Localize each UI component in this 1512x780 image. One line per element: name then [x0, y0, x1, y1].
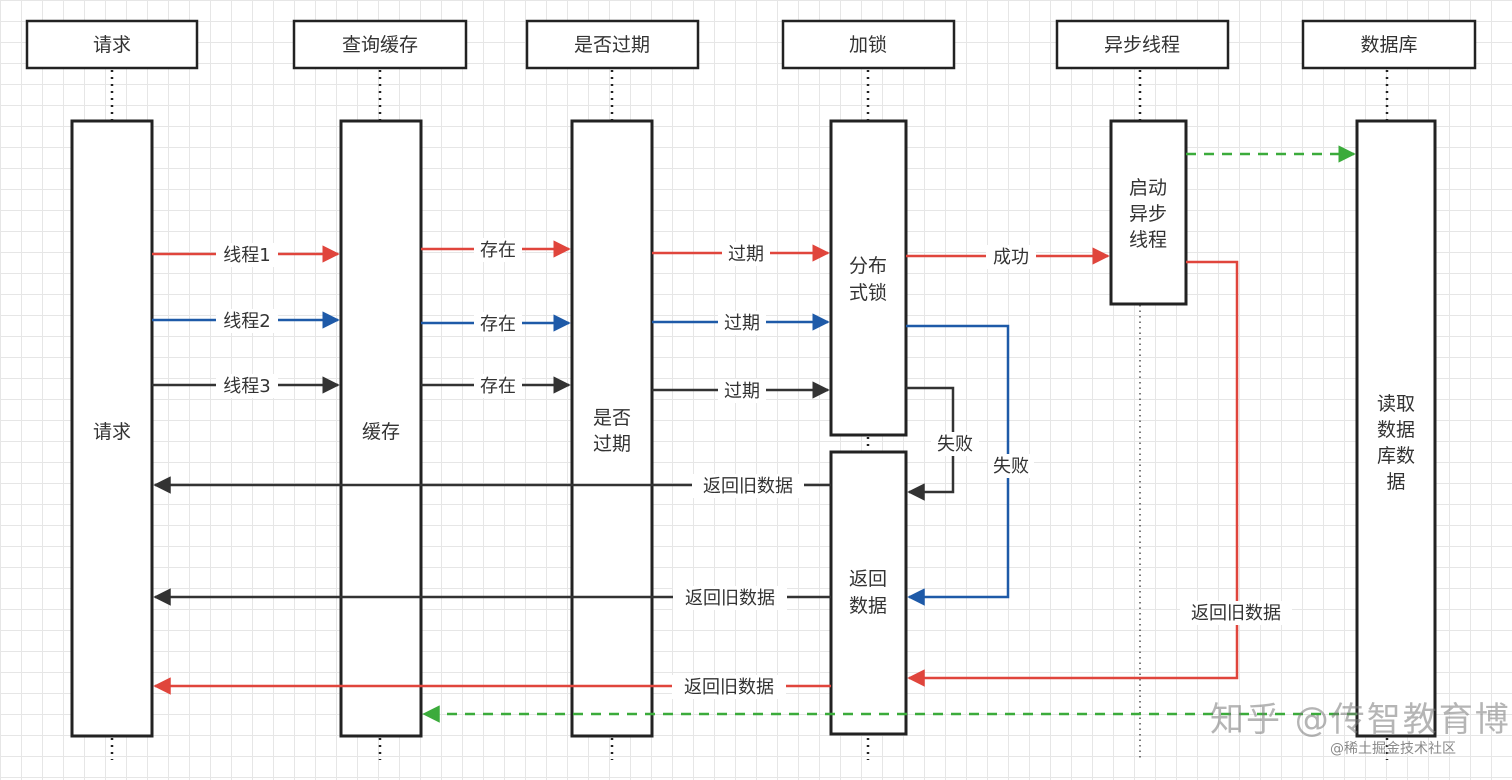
- lifeline-dotted-connectors: [110, 70, 1389, 760]
- label-t1-return: 返回旧数据: [684, 677, 774, 698]
- label-t1-req: 线程1: [223, 245, 270, 266]
- label-t3-exist: 存在: [480, 376, 516, 397]
- header-label: 异步线程: [1104, 34, 1180, 56]
- message-labels: 线程1 线程2 线程3 存在 存在 存在 过期 过期 过期 成功 失败 失败 返…: [216, 238, 1292, 699]
- activation-db-label-line2: 数据: [1377, 419, 1415, 441]
- label-t2-expired: 过期: [724, 313, 760, 334]
- label-t1-expired: 过期: [728, 244, 764, 265]
- label-t3-req: 线程3: [223, 376, 270, 397]
- activation-db-label-line3: 库数: [1377, 445, 1415, 467]
- activation-async: [1109, 119, 1188, 306]
- header-label: 加锁: [849, 34, 887, 56]
- activation-db-label-line4: 据: [1386, 471, 1405, 493]
- activation-async-label-line3: 线程: [1129, 229, 1167, 251]
- header-label: 查询缓存: [342, 34, 418, 56]
- activation-request: [70, 119, 154, 738]
- lifeline-header-async: 异步线程: [1055, 19, 1230, 70]
- lifeline-header-lock: 加锁: [781, 19, 956, 70]
- watermark: 知乎 @传智教育博学谷: [1210, 700, 1512, 740]
- header-label: 数据库: [1360, 34, 1417, 56]
- activation-db: [1355, 119, 1437, 738]
- activation-db-label-line1: 读取: [1377, 393, 1415, 415]
- activation-async-label-line2: 异步: [1129, 203, 1167, 225]
- label-t2-req: 线程2: [223, 311, 270, 332]
- activation-async-label-line1: 启动: [1129, 177, 1167, 199]
- activation-return-data: [829, 450, 908, 736]
- activation-cache-label: 缓存: [362, 421, 400, 443]
- label-t2-exist: 存在: [480, 314, 516, 335]
- label-t3-return: 返回旧数据: [703, 476, 793, 497]
- label-t3-expired: 过期: [724, 381, 760, 402]
- activation-expire-label-line1: 是否: [593, 407, 631, 429]
- lifeline-header-cache: 查询缓存: [292, 19, 468, 70]
- lifeline-header-request: 请求: [25, 19, 199, 70]
- header-label: 请求: [93, 34, 131, 56]
- activation-lock-label-line2: 式锁: [849, 282, 887, 304]
- label-t2-fail: 失败: [993, 456, 1029, 477]
- activation-return-label-line1: 返回: [849, 568, 887, 590]
- label-t1-success: 成功: [993, 247, 1029, 268]
- label-t3-fail: 失败: [937, 434, 973, 455]
- activation-return-label-line2: 数据: [849, 595, 887, 617]
- activation-cache: [339, 119, 423, 738]
- activation-lock: [829, 119, 908, 437]
- lifeline-header-expire: 是否过期: [525, 19, 700, 70]
- activation-lock-label-line1: 分布: [849, 255, 887, 277]
- label-t2-return: 返回旧数据: [685, 588, 775, 609]
- activation-request-label: 请求: [93, 421, 131, 443]
- header-label: 是否过期: [574, 34, 650, 56]
- arrow-async-return: [907, 260, 1239, 687]
- lifeline-header-db: 数据库: [1301, 19, 1477, 70]
- label-t1-exist: 存在: [480, 240, 516, 261]
- activation-expire: [570, 119, 654, 738]
- activation-expire-label-line2: 过期: [593, 433, 631, 455]
- footer-credit: @稀土掘金技术社区: [1330, 741, 1456, 757]
- label-async-return: 返回旧数据: [1191, 603, 1281, 624]
